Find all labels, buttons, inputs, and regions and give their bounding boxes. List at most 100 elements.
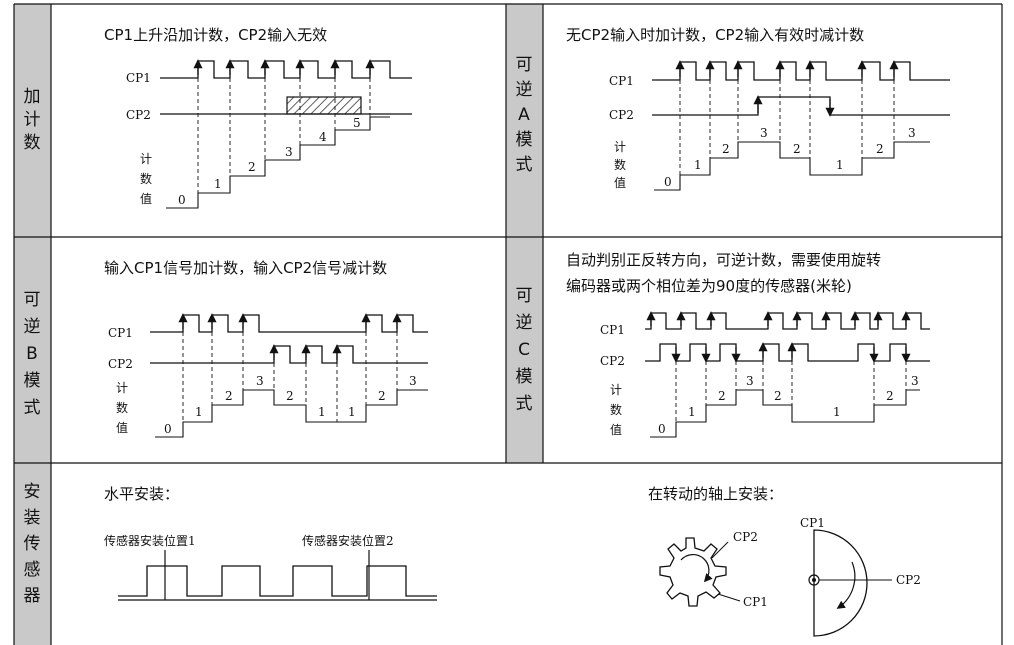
count-value: 2	[248, 160, 256, 174]
svg-text:模: 模	[516, 367, 533, 387]
cp1-waveform	[150, 314, 428, 333]
cp2-rising-edge-arrows	[758, 342, 797, 358]
count-staircase	[155, 389, 428, 438]
panel-rev-a: 无CP2输入时加计数，CP2输入有效时减计数 CP1 CP2 计 数 值	[566, 26, 950, 191]
gear-cp2-leader	[711, 541, 729, 559]
cp1-label: CP1	[600, 323, 625, 337]
count-value: 2	[774, 389, 782, 403]
count-value: 3	[911, 374, 919, 388]
svg-text:模: 模	[24, 371, 41, 391]
shaft-dot	[812, 578, 816, 582]
count-staircase	[650, 389, 920, 438]
cp2-label: CP2	[126, 108, 151, 122]
cp2-waveform	[150, 345, 428, 364]
count-value: 1	[214, 177, 222, 191]
side-label-rev-b: 可 逆 B 模 式	[24, 290, 41, 418]
side-label-rev-a: 可 逆 A 模 式	[516, 55, 533, 175]
svg-text:模: 模	[516, 130, 533, 150]
svg-text:安: 安	[24, 482, 41, 502]
cp2-label: CP2	[609, 108, 634, 122]
count-value: 2	[286, 389, 294, 403]
panel-add: CP1上升沿加计数，CP2输入无效 CP1 CP2 计 数 值 0 1 2 3	[104, 26, 412, 209]
semi-cp1-label: CP1	[800, 516, 825, 530]
semi-rotation-arrow	[836, 561, 856, 609]
count-value: 3	[746, 374, 754, 388]
cp1-rising-edge-arrows	[646, 311, 911, 326]
svg-text:A: A	[518, 105, 530, 125]
rotation-arrow	[680, 553, 713, 583]
semi-cp2-label: CP2	[896, 573, 921, 587]
count-staircase	[166, 116, 390, 209]
svg-text:值: 值	[614, 175, 626, 190]
svg-text:值: 值	[116, 420, 128, 435]
svg-text:值: 值	[610, 422, 622, 437]
panel-rev-c-title-line1: 自动判别正反转方向，可逆计数，需要使用旋转	[566, 251, 881, 269]
cp2-label: CP2	[108, 357, 133, 371]
cp1-label: CP1	[609, 74, 634, 88]
cp2-falling-edge-arrows	[671, 347, 911, 363]
cp2-rising-edge-arrows	[269, 344, 342, 360]
svg-text:式: 式	[24, 398, 41, 418]
svg-text:B: B	[26, 344, 38, 364]
table-grid	[13, 3, 1003, 645]
count-value: 2	[876, 142, 884, 156]
cp2-invalid-region	[286, 96, 362, 115]
side-label-rev-c: 可 逆 C 模 式	[516, 286, 533, 414]
panel-rev-b-title: 输入CP1信号加计数，输入CP2信号减计数	[104, 259, 387, 277]
side-label-add: 加 计 数	[24, 87, 41, 153]
count-value: 2	[225, 389, 233, 403]
count-value: 3	[760, 126, 768, 140]
count-value: 1	[348, 405, 356, 419]
dashed-guides	[675, 361, 907, 422]
side-band-add	[14, 4, 51, 237]
svg-text:装: 装	[24, 508, 41, 528]
gear-cp1-leader	[717, 593, 741, 602]
svg-text:器: 器	[24, 586, 41, 606]
rising-edge-arrows	[675, 60, 899, 77]
svg-text:数: 数	[24, 133, 41, 153]
count-label: 计	[614, 140, 626, 154]
svg-text:感: 感	[24, 560, 41, 580]
count-value: 0	[178, 193, 186, 207]
count-value: 1	[836, 158, 844, 172]
cp1-rising-edge-arrows	[178, 313, 402, 329]
side-band-install	[14, 463, 51, 645]
svg-text:可: 可	[24, 290, 41, 310]
count-value: 3	[908, 126, 916, 140]
svg-text:式: 式	[516, 394, 533, 414]
count-value: 0	[658, 422, 666, 436]
panel-install: 水平安装： 传感器安装位置1 传感器安装位置2 在转动的轴上安装： CP2 CP…	[104, 485, 921, 637]
panel-rev-b: 输入CP1信号加计数，输入CP2信号减计数 CP1 CP2 计	[104, 259, 428, 438]
panel-rev-c: 自动判别正反转方向，可逆计数，需要使用旋转 编码器或两个相位差为90度的传感器(…	[566, 251, 930, 438]
count-value: 3	[256, 374, 264, 388]
rising-edge-arrows	[193, 59, 375, 75]
count-value: 1	[694, 158, 702, 172]
svg-text:数: 数	[116, 400, 128, 415]
svg-text:加: 加	[24, 87, 41, 107]
cp2-label: CP2	[600, 354, 625, 368]
panel-rev-a-title: 无CP2输入时加计数，CP2输入有效时减计数	[566, 26, 864, 44]
svg-text:数: 数	[140, 171, 152, 186]
side-band-rev-b	[14, 237, 51, 463]
dashed-guides	[197, 78, 371, 193]
shaft-mount-title: 在转动的轴上安装：	[648, 485, 783, 503]
count-value: 0	[664, 175, 672, 189]
sensor-position-1-label: 传感器安装位置1	[104, 533, 196, 548]
count-staircase	[654, 141, 930, 191]
sensor-position-2-label: 传感器安装位置2	[302, 533, 394, 548]
count-value: 2	[718, 389, 726, 403]
half-disk-encoder	[813, 529, 868, 637]
cp1-label: CP1	[126, 71, 151, 85]
count-value: 1	[318, 405, 326, 419]
panel-rev-c-title-line2: 编码器或两个相位差为90度的传感器(米轮)	[566, 277, 852, 295]
svg-text:计: 计	[24, 110, 41, 130]
count-value: 2	[722, 142, 730, 156]
cp1-waveform	[160, 60, 412, 79]
gear-cp2-label: CP2	[733, 530, 758, 544]
panel-add-title: CP1上升沿加计数，CP2输入无效	[104, 26, 327, 44]
count-value: 2	[793, 142, 801, 156]
horizontal-mount-title: 水平安装：	[104, 485, 179, 503]
svg-text:可: 可	[516, 286, 533, 306]
cp2-waveform	[645, 343, 930, 362]
